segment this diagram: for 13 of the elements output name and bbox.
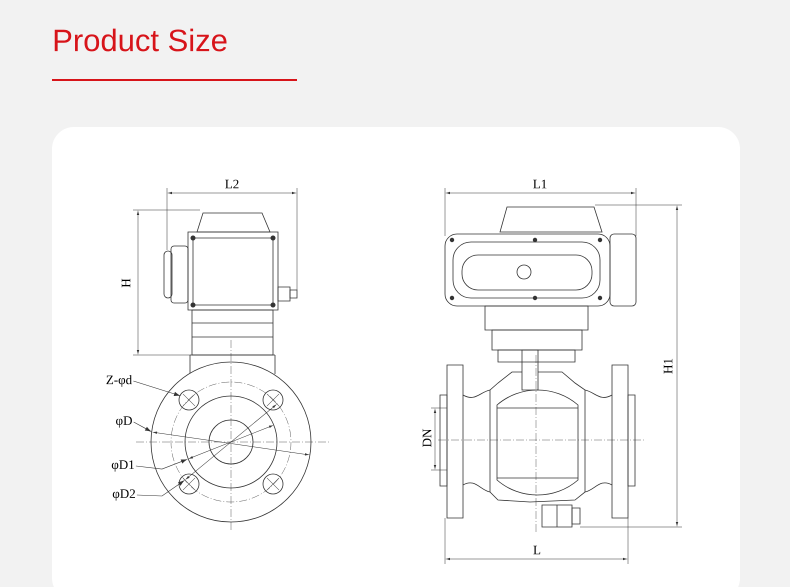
dimension-label: Z-φd — [104, 374, 134, 388]
dimension-label: H1 — [662, 357, 674, 375]
dimension-label: H — [120, 277, 132, 289]
title: Product Size — [54, 28, 227, 52]
dimension-label: φD — [114, 415, 134, 429]
dimension-label: DN — [422, 428, 432, 448]
leader-line — [133, 380, 180, 396]
dimension-label: L1 — [532, 178, 548, 190]
dimension-label: L — [532, 544, 542, 556]
dimension-label: L2 — [224, 178, 240, 190]
leader-line — [136, 480, 184, 496]
leader-line — [133, 422, 152, 432]
leader-line — [136, 459, 187, 470]
